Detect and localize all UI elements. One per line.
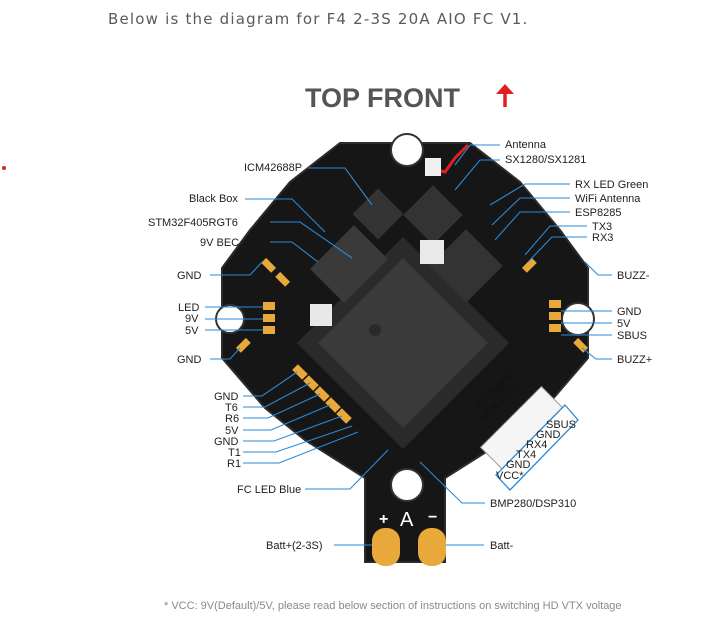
batt-minus-pad xyxy=(418,528,446,566)
hd-pin-gnd2: GND xyxy=(506,459,531,471)
label-rx-led: RX LED Green xyxy=(575,179,648,191)
label-5v-bl: 5V xyxy=(225,425,239,437)
label-stm32: STM32F405RGT6 xyxy=(148,217,238,229)
antenna-connector xyxy=(425,158,441,176)
blackbox-chip xyxy=(310,225,388,303)
esp-chip xyxy=(429,229,503,303)
leader-lines xyxy=(205,144,612,546)
label-buzz-minus: BUZZ- xyxy=(617,270,650,282)
hd-pin-rx4: RX4 xyxy=(526,439,547,451)
label-wifi: WiFi Antenna xyxy=(575,193,641,205)
hd-pin-gnd: GND xyxy=(536,429,561,441)
baro-cap xyxy=(310,304,332,326)
label-icm: ICM42688P xyxy=(244,162,302,174)
label-batt-minus: Batt- xyxy=(490,540,514,552)
intro-text: Below is the diagram for F4 2-3S 20A AIO… xyxy=(108,10,529,28)
label-gnd-bl: GND xyxy=(214,391,239,403)
label-gnd-left-bottom: GND xyxy=(177,354,202,366)
label-esp: ESP8285 xyxy=(575,207,621,219)
label-5v-left: 5V xyxy=(185,325,199,337)
label-t1: T1 xyxy=(228,447,241,459)
label-fc-led: FC LED Blue xyxy=(237,484,301,496)
label-antenna: Antenna xyxy=(505,139,547,151)
silk-arrow: A xyxy=(400,509,414,531)
label-tx3: TX3 xyxy=(592,221,612,233)
hd-pin-tx4: TX4 xyxy=(516,449,536,461)
label-buzz-plus: BUZZ+ xyxy=(617,354,652,366)
label-gnd-bl2: GND xyxy=(214,436,239,448)
mount-hole-right xyxy=(561,302,595,336)
hd-pin-vcc: VCC* xyxy=(496,470,524,482)
sx1280-chip xyxy=(403,185,463,245)
label-9v-bec: 9V BEC xyxy=(200,237,239,249)
label-blackbox: Black Box xyxy=(189,193,238,205)
label-bmp: BMP280/DSP310 xyxy=(490,498,576,510)
label-5v-right: 5V xyxy=(617,318,631,330)
callout-labels: Antenna SX1280/SX1281 ICM42688P RX LED G… xyxy=(148,139,652,552)
label-sbus-right: SBUS xyxy=(617,330,647,342)
label-t6: T6 xyxy=(225,402,238,414)
bullet-dot xyxy=(2,166,6,170)
label-batt-plus: Batt+(2-3S) xyxy=(266,540,323,552)
mount-hole-top xyxy=(390,133,424,167)
flight-controller-board: + A − xyxy=(215,133,595,566)
label-gnd-right: GND xyxy=(617,306,642,318)
crystal xyxy=(420,240,444,264)
up-arrow-icon xyxy=(496,84,514,107)
label-led: LED xyxy=(178,302,199,314)
label-rx3: RX3 xyxy=(592,232,613,244)
label-9v: 9V xyxy=(185,313,199,325)
diagram-title: TOP FRONT xyxy=(305,83,461,113)
footnote: * VCC: 9V(Default)/5V, please read below… xyxy=(164,600,622,612)
hd-pin-sbus: SBUS xyxy=(546,419,576,431)
silk-minus: − xyxy=(428,509,437,526)
label-gnd-left-top: GND xyxy=(177,270,202,282)
label-r6: R6 xyxy=(225,413,239,425)
label-sx1280: SX1280/SX1281 xyxy=(505,154,586,166)
mount-hole-bottom xyxy=(390,468,424,502)
batt-plus-pad xyxy=(372,528,400,566)
label-r1: R1 xyxy=(227,458,241,470)
silk-plus: + xyxy=(379,511,388,528)
